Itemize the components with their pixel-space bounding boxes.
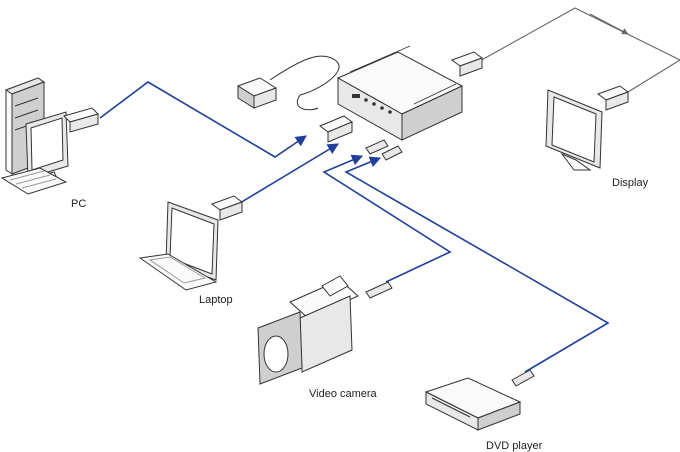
label-display: Display [612, 177, 649, 189]
dvd-rca-plug-icon [511, 369, 535, 387]
label-laptop: Laptop [199, 294, 233, 306]
laptop-vga-connector-icon [210, 195, 244, 221]
dvd-video-cable [344, 156, 610, 373]
display-monitor-icon [545, 89, 603, 171]
display-output-cable [477, 7, 680, 93]
power-cord [269, 55, 340, 111]
label-pc: PC [71, 198, 87, 210]
switcher-unit-icon [336, 45, 464, 141]
video-camera-icon [257, 275, 359, 385]
camera-rca-plug-icon [365, 281, 393, 299]
switcher-vga-connector-icon [319, 115, 353, 143]
display-output-arrow [589, 13, 629, 35]
laptop-icon [138, 201, 219, 291]
vga-connector-icon [63, 107, 99, 133]
pc-vga-cable [99, 81, 307, 158]
dvd-player-icon [424, 377, 522, 431]
power-adapter-icon [236, 77, 278, 109]
rca-plug-icon [365, 139, 403, 161]
label-dvd-player: DVD player [486, 440, 543, 452]
output-vga-connector-icon [450, 51, 484, 77]
display-vga-connector-icon [596, 85, 630, 111]
camera-video-cable [322, 154, 452, 283]
keyboard-icon [0, 167, 68, 195]
label-video-camera: Video camera [309, 388, 377, 400]
laptop-vga-cable [239, 143, 339, 204]
